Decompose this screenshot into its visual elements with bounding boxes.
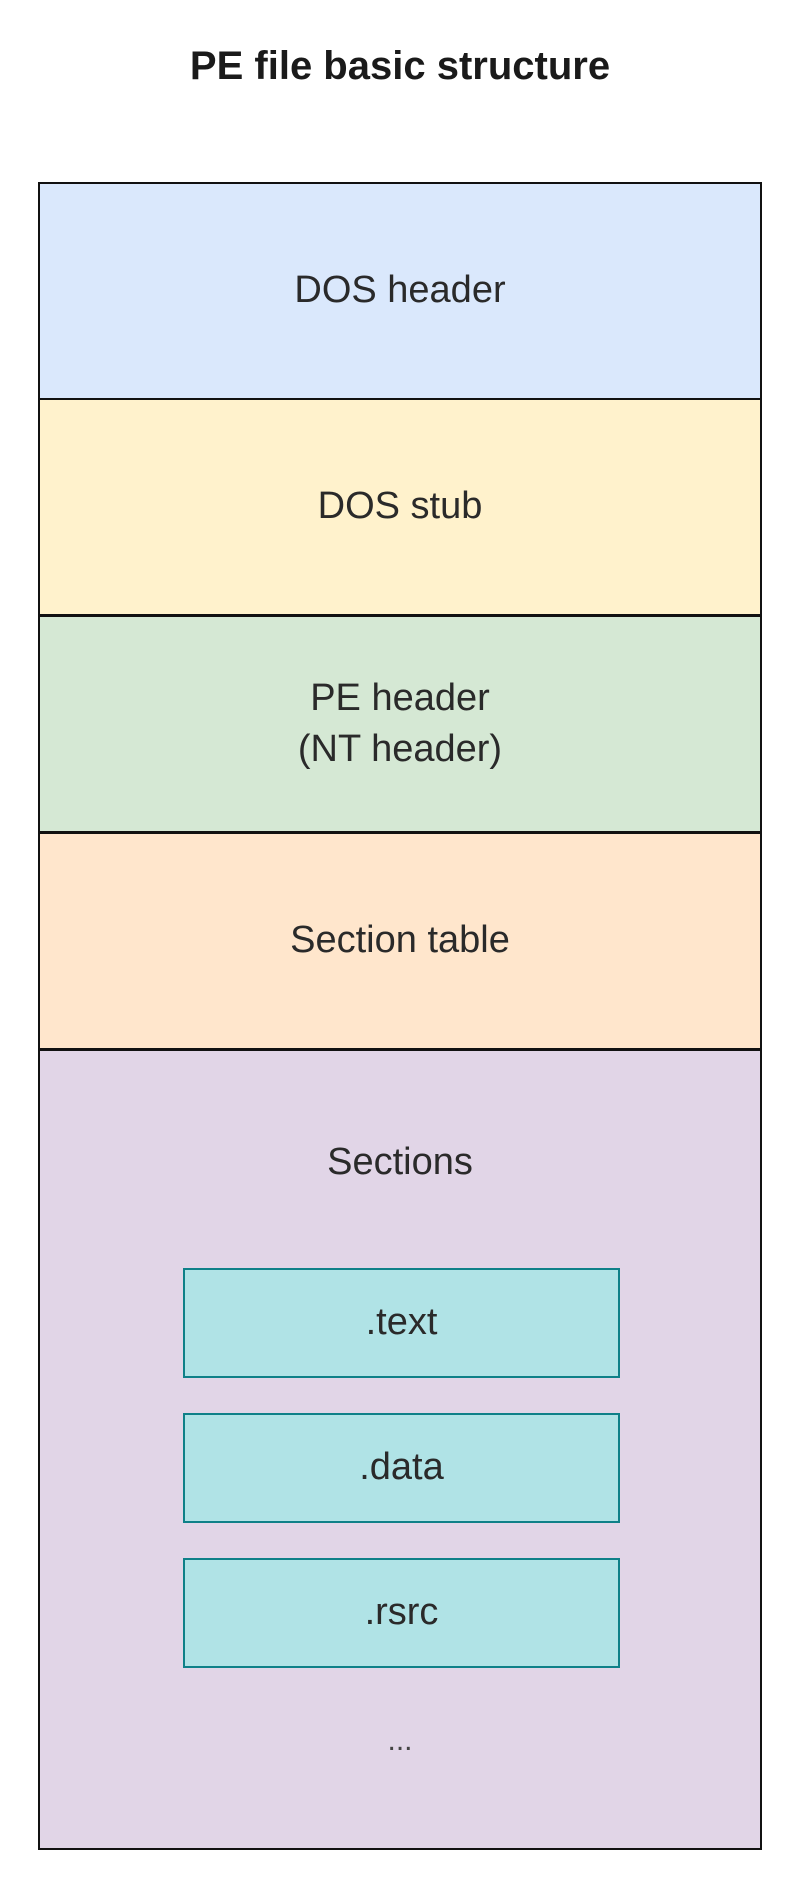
diagram-title: PE file basic structure <box>189 44 611 88</box>
pe-header-label: PE header (NT header) <box>297 676 503 770</box>
section-text-box: .text <box>183 1268 620 1378</box>
section-data-label: .data <box>359 1446 444 1489</box>
section-table-label: Section table <box>290 919 510 962</box>
sections-label: Sections <box>327 1141 473 1183</box>
section-table-block: Section table <box>38 832 762 1050</box>
sections-block: Sections .text .data .rsrc ... <box>38 1049 762 1850</box>
dos-stub-block: DOS stub <box>38 398 762 616</box>
section-text-label: .text <box>365 1301 438 1344</box>
section-rsrc-label: .rsrc <box>364 1591 439 1634</box>
section-data-box: .data <box>183 1413 620 1523</box>
section-rsrc-box: .rsrc <box>183 1558 620 1668</box>
dos-header-block: DOS header <box>38 182 762 400</box>
pe-header-block: PE header (NT header) <box>38 615 762 833</box>
more-sections-ellipsis: ... <box>387 1724 413 1757</box>
dos-stub-label: DOS stub <box>317 485 483 528</box>
dos-header-label: DOS header <box>294 269 506 312</box>
